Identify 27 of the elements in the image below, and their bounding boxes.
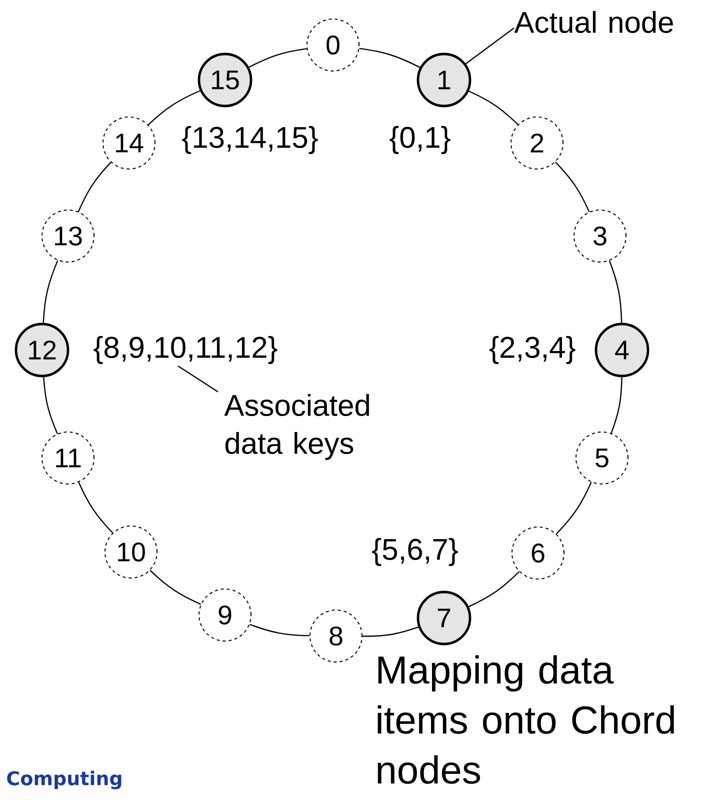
key-set-label: {13,14,15}: [182, 126, 318, 154]
ring-segment: [468, 90, 518, 125]
annotation-text: Actual node: [514, 10, 673, 34]
footer-text: Computing: [7, 770, 122, 790]
leader-line: [465, 28, 514, 64]
ring-segment: [148, 90, 200, 126]
key-set-label: {2,3,4}: [490, 336, 576, 364]
ring-segment: [556, 482, 592, 534]
ring-segment: [78, 162, 112, 212]
ring-segment: [43, 377, 58, 434]
annotation-text: Associated data keys: [224, 394, 369, 460]
ring-segment: [78, 482, 114, 534]
ring-segment: [150, 570, 201, 605]
ring-segment: [42, 260, 58, 323]
ring-segment: [608, 260, 622, 323]
ring-segment: [362, 626, 419, 637]
ring-segment: [359, 48, 420, 68]
ring-segment: [468, 571, 520, 608]
ring-segment: [610, 377, 622, 434]
key-set-label: {0,1}: [390, 126, 450, 154]
ring-segment: [248, 48, 307, 68]
key-set-label: {8,9,10,11,12}: [94, 336, 278, 364]
leader-line: [178, 366, 218, 392]
caption: Mapping data items onto Chord nodes: [378, 655, 674, 784]
ring-segment: [555, 162, 590, 212]
key-set-label: {5,6,7}: [372, 538, 458, 566]
ring-segment: [250, 624, 310, 636]
